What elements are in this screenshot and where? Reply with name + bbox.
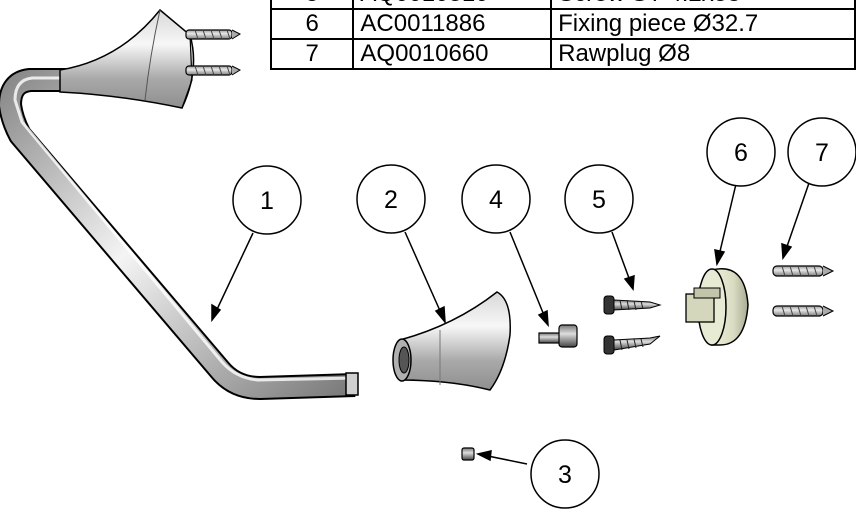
leader-5 (611, 231, 635, 291)
balloon-1: 1 (232, 165, 302, 235)
leader-1 (211, 232, 254, 323)
fixing-piece (685, 268, 749, 346)
rawplug-top-2 (185, 65, 242, 76)
table-row: 6 AC0011886 Fixing piece Ø32.7 (269, 8, 856, 40)
table-cell-description: Fixing piece Ø32.7 (550, 8, 856, 40)
rawplug-top-1 (185, 29, 242, 40)
balloon-label: 7 (815, 139, 829, 167)
wood-screw-1 (603, 295, 662, 315)
table-cell-part-code: AQ0010660 (352, 38, 553, 70)
leader-lines (211, 182, 810, 465)
wood-screw-2 (603, 335, 661, 355)
balloon-3: 3 (530, 439, 600, 509)
table-cell-description: Screw ST 4.2x38 (550, 0, 856, 10)
balloon-label: 5 (592, 186, 606, 214)
table-cell-part-code: AC0011886 (352, 8, 553, 40)
leader-2 (404, 231, 446, 325)
balloon-7: 7 (787, 117, 856, 187)
towel-rail-tube (0, 68, 359, 400)
socket-screw (538, 324, 578, 348)
table-row: 7 AQ0010660 Rawplug Ø8 (269, 38, 856, 70)
leader-7 (781, 182, 810, 261)
grub-screw (461, 447, 475, 461)
balloon-label: 2 (384, 186, 398, 214)
balloon-label: 6 (734, 139, 748, 167)
table-cell-item-no: 6 (269, 8, 355, 40)
balloon-label: 1 (260, 187, 274, 215)
balloon-4: 4 (461, 164, 531, 234)
leader-4 (509, 231, 549, 328)
parts-table: 5 AQ0010310 Screw ST 4.2x38 6 AC0011886 … (269, 0, 856, 70)
assembled-cone-top (59, 8, 242, 109)
balloon-label: 3 (558, 461, 572, 489)
rawplugs (772, 265, 835, 317)
leader-6 (714, 183, 737, 267)
rawplug-1 (772, 265, 835, 277)
balloon-label: 4 (489, 186, 503, 214)
rawplug-2 (772, 305, 835, 317)
cone-cover (392, 291, 511, 391)
balloon-2: 2 (356, 164, 426, 234)
table-cell-description: Rawplug Ø8 (550, 38, 856, 70)
leader-3 (475, 450, 528, 465)
balloon-5: 5 (564, 164, 634, 234)
table-cell-item-no: 7 (269, 38, 355, 70)
table-cell-part-code: AQ0010310 (352, 0, 553, 10)
wood-screws (603, 295, 662, 355)
balloon-6: 6 (706, 117, 776, 187)
table-row: 5 AQ0010310 Screw ST 4.2x38 (269, 0, 856, 10)
table-cell-item-no: 5 (269, 0, 355, 10)
